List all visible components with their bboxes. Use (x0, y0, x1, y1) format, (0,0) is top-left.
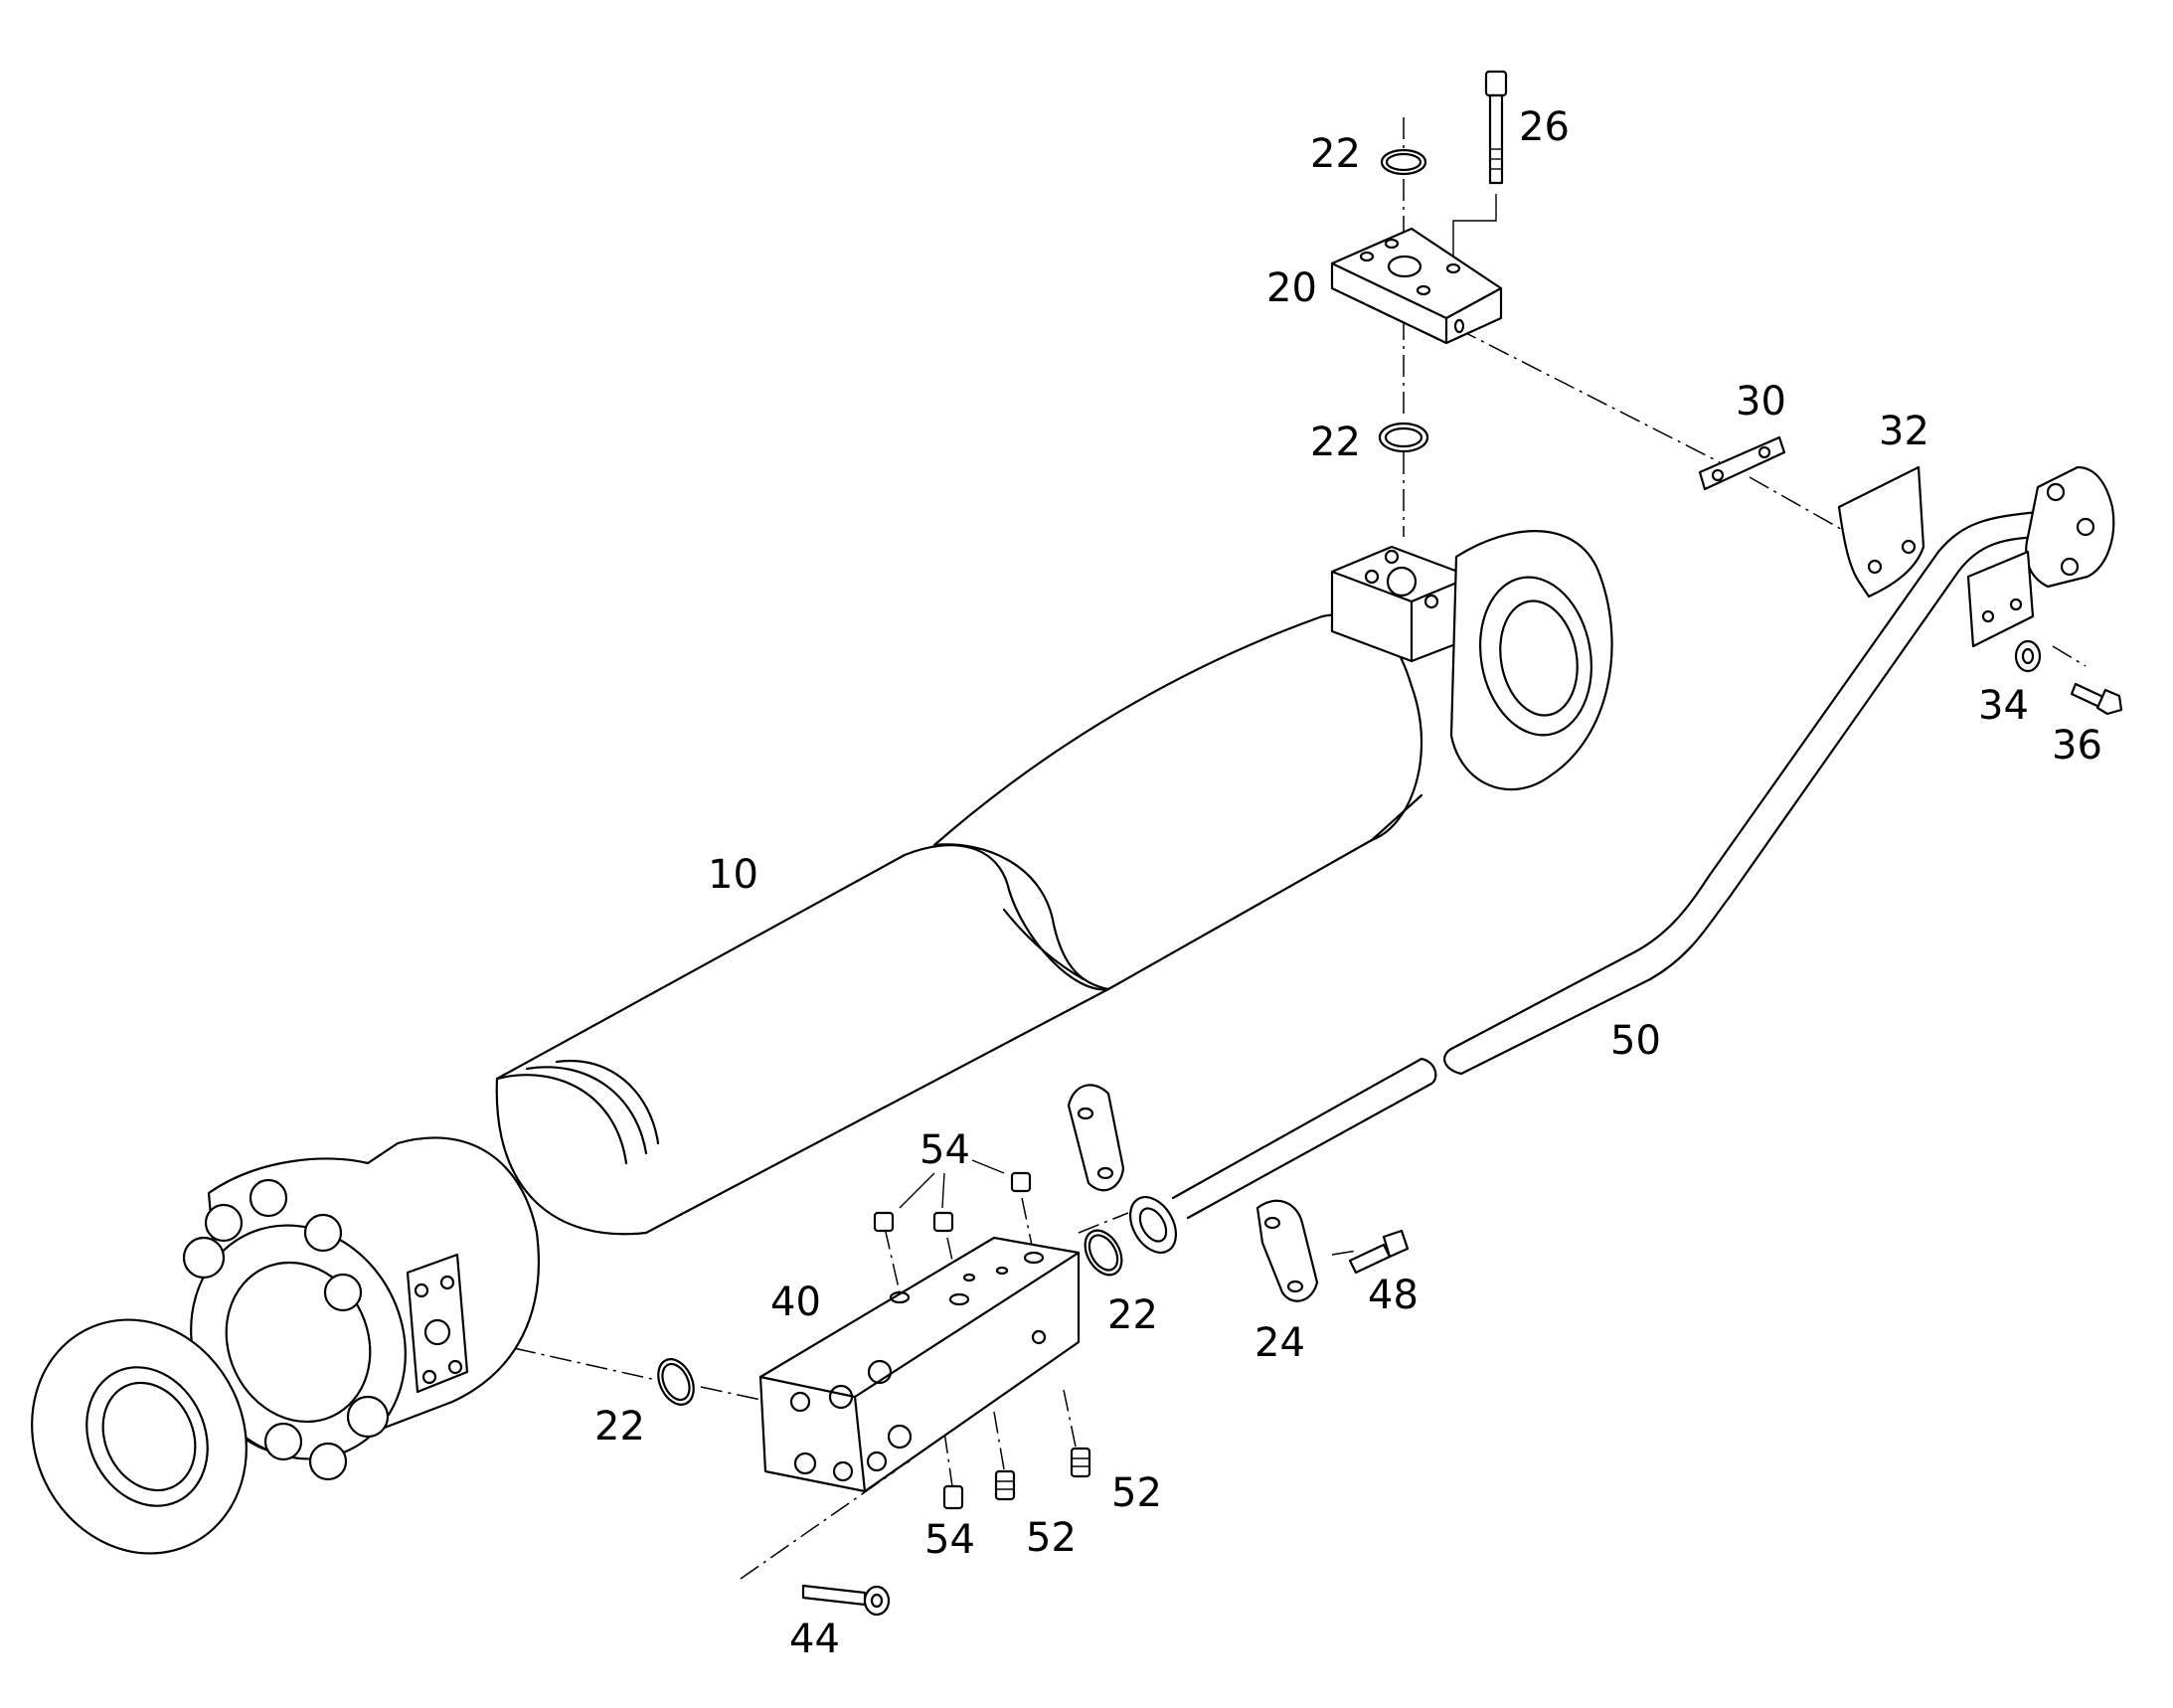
bolt-36[interactable] (2070, 682, 2123, 716)
head-bolt-group (182, 1178, 390, 1481)
callout-52-right: 52 (1111, 1470, 1162, 1516)
o-ring-22-middle[interactable] (1378, 422, 1429, 453)
callout-36: 36 (2052, 723, 2102, 769)
callout-22-block: 22 (594, 1404, 645, 1450)
callout-22-top: 22 (1310, 131, 1361, 177)
clamp-32[interactable] (1837, 465, 2035, 648)
o-ring-22-pipe[interactable] (1078, 1224, 1129, 1281)
callout-40: 40 (770, 1280, 821, 1325)
fitting-52-left[interactable] (994, 1469, 1016, 1501)
plate-30[interactable] (1698, 435, 1786, 491)
port-block-20[interactable] (1330, 227, 1503, 345)
fitting-52-right[interactable] (1070, 1447, 1091, 1478)
callout-24: 24 (1254, 1320, 1305, 1366)
half-flange-24-lower[interactable] (1255, 1199, 1319, 1302)
plug-54-bottom[interactable] (942, 1484, 964, 1510)
callout-26: 26 (1519, 104, 1570, 150)
callout-48: 48 (1368, 1273, 1419, 1318)
callout-labels: 10 20 22 22 22 22 24 26 30 32 34 36 40 4… (594, 104, 2102, 1662)
callout-32: 32 (1879, 409, 1929, 454)
callout-54-leaders (899, 1159, 1005, 1209)
bolt-48[interactable] (1348, 1229, 1410, 1275)
callout-44: 44 (789, 1617, 840, 1662)
cap-screw-44[interactable] (801, 1584, 891, 1617)
callout-22-pipe: 22 (1107, 1292, 1158, 1338)
half-flange-24-upper[interactable] (1067, 1084, 1125, 1192)
valve-block-40[interactable] (758, 1236, 1081, 1493)
callout-50: 50 (1610, 1018, 1661, 1064)
assembly-leader-lines (441, 117, 2087, 1580)
callout-22-middle: 22 (1310, 420, 1361, 465)
callout-30: 30 (1736, 379, 1786, 425)
callout-34: 34 (1978, 683, 2029, 729)
cap-screw-26[interactable] (1484, 70, 1508, 185)
washer-34[interactable] (2014, 639, 2042, 673)
callout-10: 10 (708, 852, 758, 898)
hydraulic-cylinder-10[interactable] (0, 530, 1613, 1589)
callout-20: 20 (1266, 265, 1317, 311)
o-ring-22-top[interactable] (1380, 148, 1427, 176)
callout-52-left: 52 (1026, 1515, 1077, 1561)
pipe-50[interactable] (1121, 465, 2115, 1261)
callout-54-bottom: 54 (924, 1517, 975, 1563)
callout-54-top: 54 (919, 1127, 970, 1173)
plug-54-top-group[interactable] (873, 1171, 1032, 1233)
o-ring-22-block[interactable] (651, 1353, 700, 1410)
